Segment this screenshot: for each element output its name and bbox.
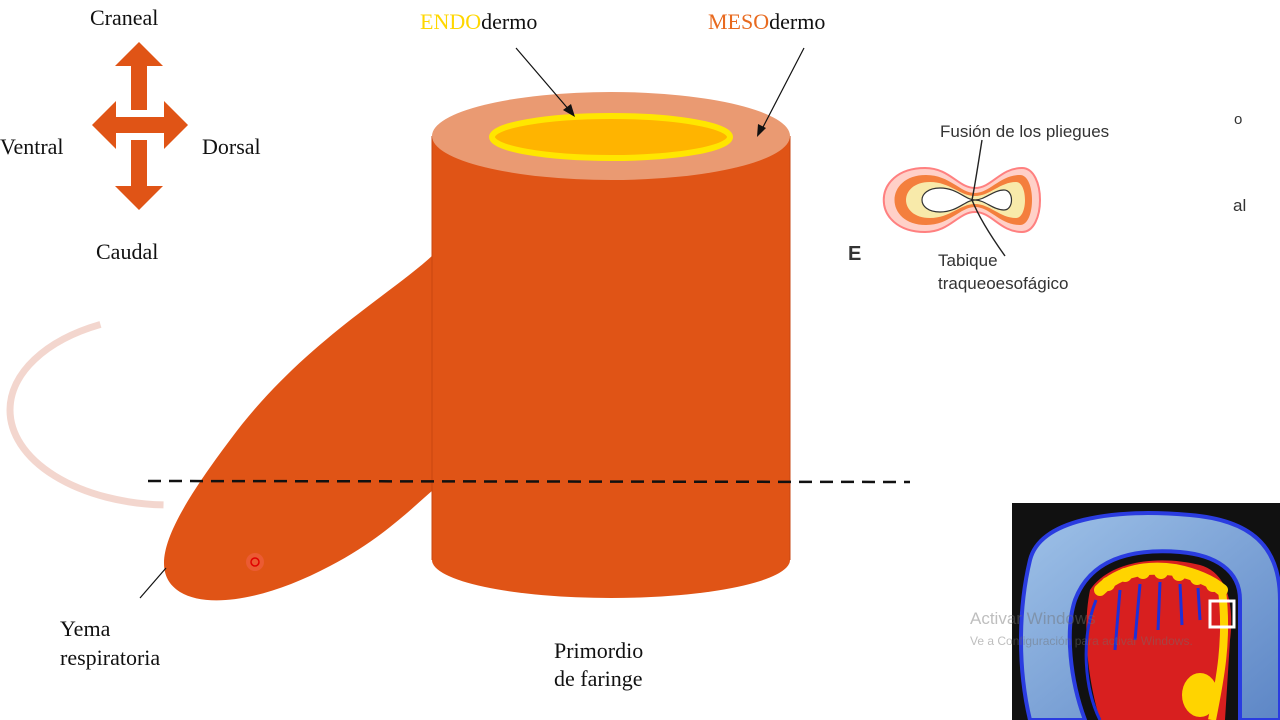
endoderm-suffix: dermo: [481, 9, 538, 34]
cranial-label: Craneal: [90, 5, 159, 30]
pointer-dot: [246, 553, 264, 571]
bud-label-line2: respiratoria: [60, 645, 161, 670]
activation-watermark-title: Activar Windows: [970, 609, 1096, 628]
pharynx-label-line1: Primordio: [554, 638, 644, 663]
activation-watermark-subtitle: Ve a Configuración para activar Windows.: [970, 634, 1193, 648]
mesoderm-arrowhead: [757, 124, 766, 137]
inset-cross-section: [882, 139, 1041, 257]
endoderm-ring: [489, 113, 733, 161]
mesoderm-prefix: MESO: [708, 9, 770, 34]
respiratory-bud-shape: [164, 255, 434, 601]
ghost-arc: [6, 311, 334, 509]
pharynx-label-line2: de faringe: [554, 666, 643, 691]
section-dashed-line: [147, 479, 911, 484]
septum-label-line1: Tabique: [938, 251, 998, 270]
label-pointers: [139, 47, 805, 599]
caudal-label: Caudal: [96, 239, 159, 264]
septum-label-line2: traqueoesofágico: [938, 274, 1069, 293]
inset-cut-text-a: o: [1234, 111, 1243, 128]
endoderm-prefix: ENDO: [420, 9, 482, 34]
direction-cross-icon: [92, 42, 188, 210]
fusion-label: Fusión de los pliegues: [940, 122, 1110, 141]
dorsal-label: Dorsal: [202, 134, 261, 159]
ventral-label: Ventral: [0, 134, 64, 159]
inset-cut-text-b: al: [1233, 196, 1247, 215]
embryo-illustration: [1012, 503, 1280, 720]
pointer-dot-core: [250, 557, 260, 567]
endoderm-arrowhead: [563, 104, 575, 117]
inset-panel-letter: E: [848, 243, 862, 265]
mesoderm-suffix: dermo: [769, 9, 826, 34]
endoderm-label: ENDOdermo: [420, 8, 537, 36]
mesoderm-label: MESOdermo: [708, 8, 825, 36]
pharynx-cylinder-body: [432, 136, 790, 598]
bud-label-line1: Yema: [60, 616, 111, 641]
